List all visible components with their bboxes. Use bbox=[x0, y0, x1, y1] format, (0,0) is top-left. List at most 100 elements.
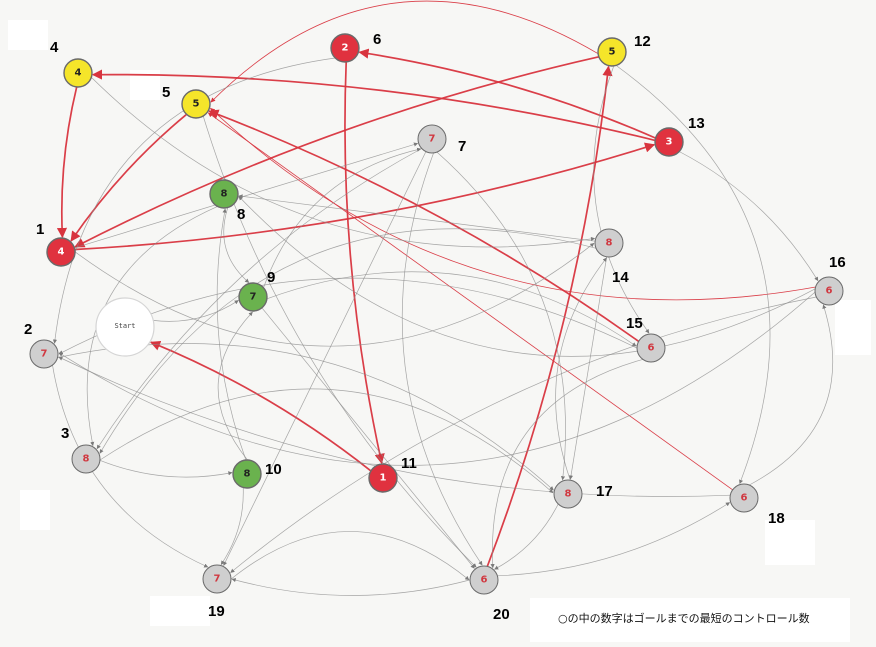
node-4-value: 4 bbox=[75, 68, 82, 79]
start-node: Start bbox=[95, 297, 155, 357]
edge-7-to-20 bbox=[401, 152, 483, 566]
node-2-circle bbox=[29, 339, 59, 369]
edge-6-to-2 bbox=[52, 57, 336, 344]
edge-14-to-3 bbox=[99, 228, 597, 454]
node-19: 719 bbox=[202, 564, 232, 620]
node-17-value: 8 bbox=[565, 489, 572, 500]
edge-2-to-19 bbox=[52, 365, 209, 568]
edge-20-to-12 bbox=[486, 65, 613, 567]
edge-16-to-8 bbox=[238, 196, 816, 357]
edge-12-to-5 bbox=[210, 0, 599, 103]
edge-20-to-19 bbox=[231, 578, 471, 596]
edge-17-to-14 bbox=[555, 257, 607, 481]
node-3: 83 bbox=[61, 425, 101, 474]
node-16: 6 16 bbox=[814, 254, 846, 306]
node-18-circle bbox=[729, 483, 759, 513]
edge-12-to-18 bbox=[615, 65, 771, 484]
node-15: 6 15 bbox=[626, 315, 666, 363]
edge-10-to-9 bbox=[217, 311, 253, 461]
edge-15-to-20 bbox=[490, 359, 643, 569]
node-15-value: 6 bbox=[648, 343, 655, 354]
node-11: 111 bbox=[368, 455, 417, 493]
edges-layer bbox=[52, 0, 834, 596]
node-5: 55 bbox=[162, 84, 211, 119]
edge-14-to-17 bbox=[568, 256, 608, 480]
start-circle bbox=[95, 297, 155, 357]
edge-20-to-18 bbox=[497, 502, 731, 577]
node-8-label: 8 bbox=[237, 206, 245, 223]
edge-3-to-17 bbox=[99, 388, 554, 494]
node-8-value: 8 bbox=[221, 189, 228, 200]
edge-13-to-16 bbox=[679, 151, 819, 282]
node-13-value: 3 bbox=[666, 137, 673, 148]
node-20-value: 6 bbox=[481, 575, 488, 586]
edge-16-to-5 bbox=[210, 107, 816, 301]
start-label: Start bbox=[114, 322, 135, 330]
node-16-circle bbox=[814, 276, 844, 306]
node-9-value: 7 bbox=[250, 292, 257, 303]
node-3-label: 3 bbox=[61, 425, 69, 442]
edge-9-to-20 bbox=[261, 307, 475, 569]
node-8: 88 bbox=[209, 179, 245, 223]
edge-16-to-2 bbox=[58, 291, 816, 466]
node-14: 8 14 bbox=[594, 228, 629, 286]
edge-9-to-7 bbox=[263, 147, 422, 288]
node-3-circle bbox=[71, 444, 101, 474]
node-15-label: 15 bbox=[626, 315, 643, 332]
node-10-circle bbox=[232, 459, 262, 489]
node-9: 79 bbox=[238, 269, 275, 312]
edge-11-to-start bbox=[149, 340, 372, 472]
node-13-circle bbox=[654, 127, 684, 157]
edge-17-to-20 bbox=[494, 503, 559, 570]
node-5-value: 5 bbox=[193, 99, 200, 110]
node-8-circle bbox=[209, 179, 239, 209]
edge-5-to-1 bbox=[70, 113, 188, 242]
edge-1-to-7 bbox=[74, 142, 419, 249]
node-2-value: 7 bbox=[41, 349, 48, 360]
node-7-label: 7 bbox=[458, 138, 466, 155]
node-12: 5 12 bbox=[597, 33, 651, 67]
node-12-label: 12 bbox=[634, 33, 651, 50]
node-1: 41 bbox=[36, 221, 76, 267]
node-6-label: 6 bbox=[373, 31, 381, 48]
node-1-value: 4 bbox=[58, 247, 65, 258]
node-7-value: 7 bbox=[429, 134, 436, 145]
node-16-label: 16 bbox=[829, 254, 846, 271]
node-13: 313 bbox=[654, 115, 705, 157]
legend-note: ○の中の数字はゴールまでの最短のコントロール数 bbox=[558, 612, 810, 625]
edge-10-to-19 bbox=[220, 487, 244, 565]
node-14-value: 8 bbox=[606, 238, 613, 249]
node-5-label: 5 bbox=[162, 84, 170, 101]
node-3-value: 8 bbox=[83, 454, 90, 465]
node-11-value: 1 bbox=[380, 473, 387, 484]
edge-7-to-19 bbox=[223, 151, 427, 566]
edge-2-to-17 bbox=[57, 343, 554, 491]
node-14-label: 14 bbox=[612, 269, 629, 286]
edge-12-to-1 bbox=[74, 55, 599, 248]
node-4: 44 bbox=[50, 39, 93, 88]
node-17-label: 17 bbox=[596, 483, 613, 500]
node-20: 6 20 bbox=[469, 565, 510, 623]
node-12-circle bbox=[597, 37, 627, 67]
edge-7-to-17 bbox=[436, 151, 566, 481]
edge-7-to-3 bbox=[96, 148, 422, 450]
node-7-circle bbox=[417, 124, 447, 154]
edge-8-to-3 bbox=[86, 206, 218, 447]
node-19-label: 19 bbox=[208, 603, 225, 620]
edge-18-to-5 bbox=[207, 112, 733, 491]
node-4-label: 4 bbox=[50, 39, 59, 56]
edge-18-to-16 bbox=[749, 304, 834, 486]
edge-12-to-15 bbox=[593, 65, 650, 334]
node-17-circle bbox=[553, 479, 583, 509]
node-16-value: 6 bbox=[826, 286, 833, 297]
node-20-circle bbox=[469, 565, 499, 595]
node-18-value: 6 bbox=[741, 493, 748, 504]
node-6-circle bbox=[330, 33, 360, 63]
node-11-circle bbox=[368, 463, 398, 493]
node-20-label: 20 bbox=[493, 606, 510, 623]
node-12-value: 5 bbox=[609, 47, 616, 58]
node-5-circle bbox=[181, 89, 211, 119]
